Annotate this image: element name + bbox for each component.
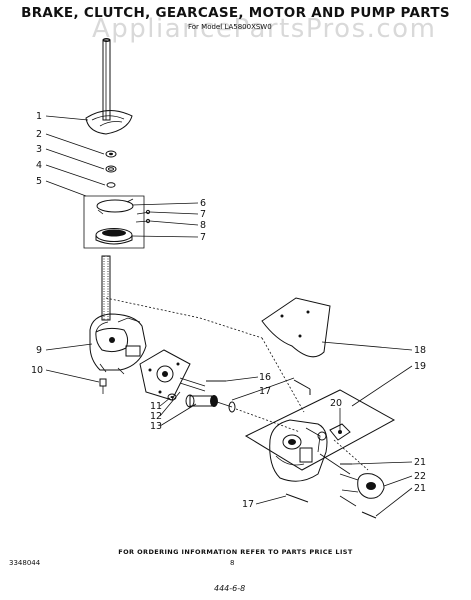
gearcase-shaft <box>101 255 111 321</box>
callout-9: 9 <box>36 345 42 356</box>
brake-cam-part-1 <box>85 110 133 135</box>
callout-18: 18 <box>414 345 426 356</box>
callout-4: 4 <box>36 160 42 171</box>
clutch-assembly-bracket-5 <box>83 195 145 249</box>
callout-7-upper: 7 <box>200 209 206 220</box>
callout-6: 6 <box>200 198 206 209</box>
ring-part-3 <box>105 165 117 173</box>
callout-13: 13 <box>150 421 162 432</box>
callout-labels: 1 2 3 4 5 6 7 8 7 9 10 11 12 13 16 17 17… <box>31 111 426 510</box>
callout-7-lower: 7 <box>200 232 206 243</box>
washer-part-2 <box>105 150 117 158</box>
drive-shaft-coupling <box>179 377 236 413</box>
callout-17-lower: 17 <box>242 499 254 510</box>
callout-17-upper: 17 <box>259 386 271 397</box>
callout-1: 1 <box>36 111 42 122</box>
catalog-part-number: 3348044 <box>9 559 41 567</box>
brake-disc-part <box>95 228 133 245</box>
callout-2: 2 <box>36 129 42 140</box>
mounting-plate-part <box>139 349 191 401</box>
motor-part <box>269 419 328 482</box>
brake-band-part-6 <box>96 198 134 215</box>
callout-21-upper: 21 <box>414 457 426 468</box>
motor-base-plate-part-19 <box>244 389 396 471</box>
callout-3: 3 <box>36 144 42 155</box>
spring-part-7-and-8 <box>135 209 151 224</box>
pin-part-17-lower <box>285 493 309 503</box>
bolt-part-10 <box>99 378 107 394</box>
gearcase-part-9 <box>89 313 147 375</box>
diagram-title: BRAKE, CLUTCH, GEARCASE, MOTOR AND PUMP … <box>21 5 450 21</box>
pump-part-22 <box>339 473 385 499</box>
assembly-guide-lines <box>105 297 369 471</box>
callout-5: 5 <box>36 176 42 187</box>
page-number: 8 <box>230 559 235 567</box>
callout-16: 16 <box>259 372 271 383</box>
handwritten-note: 444-6-8 <box>214 584 246 593</box>
agitator-shaft-upper <box>102 38 111 121</box>
leader-lines <box>45 115 413 517</box>
callout-21-lower: 21 <box>414 483 426 494</box>
capacitor-part-20 <box>329 423 351 441</box>
callout-8: 8 <box>200 220 206 231</box>
callout-11: 11 <box>150 401 162 412</box>
callout-19: 19 <box>414 361 426 372</box>
shield-part-18 <box>261 297 331 358</box>
pump-bracket-lines <box>319 453 357 507</box>
callout-10: 10 <box>31 365 43 376</box>
pin-part-16-17 <box>206 379 311 395</box>
callout-20: 20 <box>330 398 342 409</box>
model-subtitle: For Model LA5800XSW0 <box>188 23 272 31</box>
clip-part-21-lower <box>361 511 377 519</box>
ordering-information-note: FOR ORDERING INFORMATION REFER TO PARTS … <box>118 548 353 556</box>
callout-12: 12 <box>150 411 162 422</box>
washer-part-4 <box>106 182 116 188</box>
callout-22: 22 <box>414 471 426 482</box>
